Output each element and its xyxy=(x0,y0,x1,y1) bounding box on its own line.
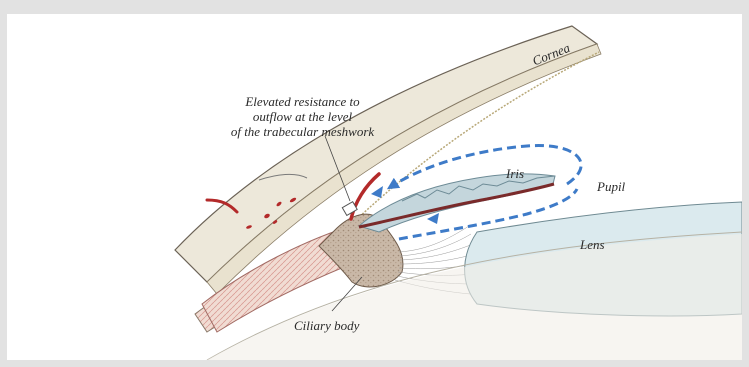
flow-arrowhead-mid xyxy=(427,213,439,224)
annotation-line-1: Elevated resistance to xyxy=(195,94,410,109)
outflow-annotation: Elevated resistance to outflow at the le… xyxy=(195,94,410,139)
ciliary-body-label: Ciliary body xyxy=(294,318,359,333)
trabecular-vessel xyxy=(351,174,379,219)
lens-label: Lens xyxy=(580,237,605,252)
iris-label: Iris xyxy=(506,166,524,181)
flow-arrowhead-outflow xyxy=(371,186,383,198)
annotation-line-2: outflow at the level xyxy=(195,109,410,124)
eye-anatomy-diagram xyxy=(7,14,742,360)
pupil-label: Pupil xyxy=(597,179,625,194)
annotation-line-3: of the trabecular meshwork xyxy=(195,124,410,139)
figure-panel: Elevated resistance to outflow at the le… xyxy=(7,14,742,360)
